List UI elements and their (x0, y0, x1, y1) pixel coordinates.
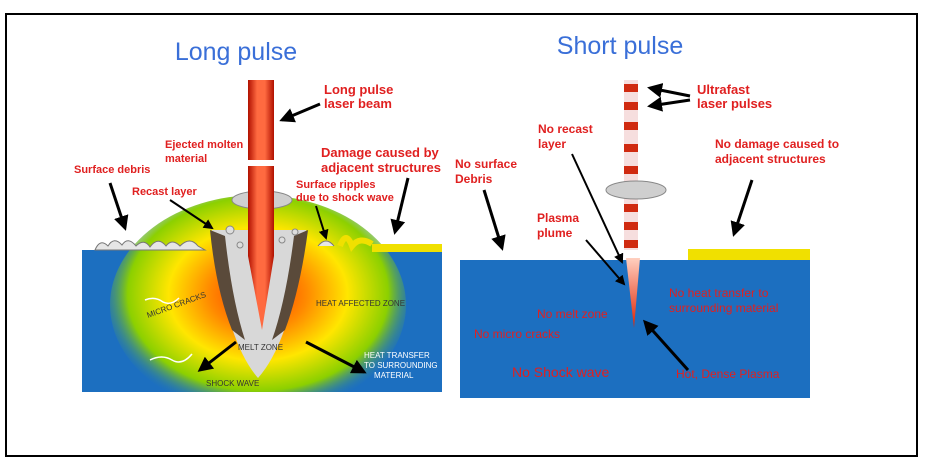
recast-wall-right (272, 230, 308, 340)
no-melt-label: No melt zone (537, 307, 608, 321)
recast-wall-left (210, 230, 245, 340)
no-micro-label: No micro cracks (474, 327, 560, 341)
damaged-coating (337, 235, 374, 252)
ripples-label: Surface ripples (296, 179, 375, 191)
long-beam-label-2: laser beam (324, 96, 392, 111)
ripples-label-2: due to shock wave (296, 192, 394, 204)
plasma-label: Plasma (537, 211, 579, 225)
lens-short (605, 180, 667, 200)
plasma-label-2: plume (537, 226, 573, 240)
no-recast-label: No recast (538, 122, 593, 136)
recast-layer-label: Recast layer (132, 186, 198, 198)
no-heat-label-2: surrounding material (669, 301, 778, 315)
melt-zone-label: MELT ZONE (238, 343, 283, 352)
heat-transfer-label: HEAT TRANSFER (364, 351, 430, 360)
ejected-label-2: material (165, 153, 207, 165)
no-shock-label: No Shock wave (512, 364, 609, 380)
ejected-label: Ejected molten (165, 139, 244, 151)
no-surface-label: No surface (455, 157, 517, 171)
surface-debris-label: Surface debris (74, 164, 150, 176)
haz-label: HEAT AFFECTED ZONE (316, 299, 405, 308)
damage-label: Damage caused by (321, 145, 440, 160)
intact-coating (688, 249, 810, 260)
hot-plasma-label: Hot, Dense Plasma (676, 367, 780, 381)
no-damage-label: No damage caused to (715, 137, 839, 151)
ultrafast-pulse-train (624, 80, 638, 250)
short-pulse-panel: Short pulse Ultrafast laser pulses No re… (455, 32, 839, 398)
long-pulse-beam-lower (248, 166, 274, 256)
surface-debris (94, 240, 207, 251)
heat-transfer-label-2: TO SURROUNDING (364, 361, 438, 370)
no-recast-label-2: layer (538, 137, 566, 151)
ultrafast-label-2: laser pulses (697, 96, 772, 111)
no-damage-label-2: adjacent structures (715, 152, 826, 166)
no-surface-label-2: Debris (455, 172, 493, 186)
long-pulse-beam-tip (248, 256, 274, 330)
long-pulse-panel: Long pulse Long pulse laser beam Ejected… (74, 38, 442, 432)
plasma-plume (626, 258, 640, 328)
no-heat-label: No heat transfer to (669, 286, 769, 300)
long-pulse-beam-upper (248, 80, 274, 160)
damage-label-2: adjacent structures (321, 160, 441, 175)
heat-transfer-label-3: MATERIAL (374, 371, 414, 380)
ultrafast-label: Ultrafast (697, 82, 750, 97)
long-pulse-title: Long pulse (175, 38, 297, 66)
shock-wave-label: SHOCK WAVE (206, 379, 259, 388)
short-pulse-title: Short pulse (557, 32, 683, 60)
long-beam-label: Long pulse (324, 82, 393, 97)
